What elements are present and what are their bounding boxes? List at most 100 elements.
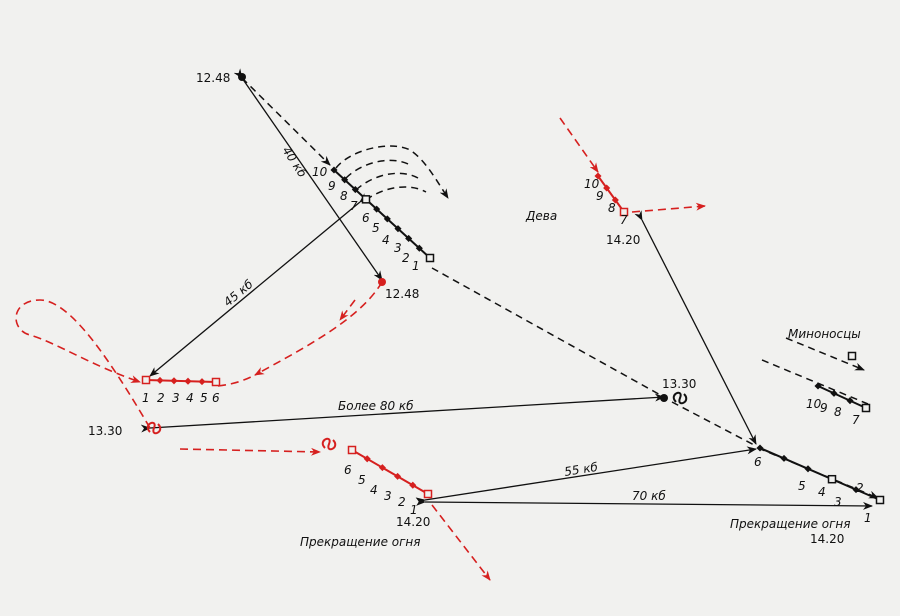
ship-marker — [603, 184, 611, 192]
red-deva-entry — [559, 117, 599, 173]
flagship-marker — [861, 403, 871, 413]
red-approach-course — [254, 281, 383, 376]
flagship-marker — [425, 253, 435, 263]
flagship-marker — [141, 375, 151, 385]
black-column-right — [756, 444, 885, 505]
ship-number: 4 — [382, 233, 390, 247]
ship-marker — [611, 196, 619, 204]
label-cease-fire-left: Прекращение огня — [300, 535, 420, 549]
line-deva-to-right — [634, 210, 757, 445]
ship-marker — [405, 234, 413, 242]
line-55kb — [415, 446, 757, 506]
flagship-marker — [423, 489, 433, 499]
label-destroyers: Миноносцы — [788, 327, 861, 341]
start-point-red — [378, 278, 386, 286]
ship-marker — [184, 377, 192, 385]
black-sightlines — [140, 68, 873, 510]
red-column-left — [141, 375, 221, 387]
red-column-left-line — [145, 379, 217, 383]
ship-number: 5 — [358, 473, 366, 487]
ship-marker — [594, 172, 602, 180]
destroyers-lower — [814, 382, 871, 413]
ship-number: 2 — [398, 495, 406, 509]
ship-columns — [141, 166, 885, 505]
red-deva-exit — [631, 202, 706, 213]
ship-number: 4 — [370, 483, 378, 497]
black-column-right-line — [759, 447, 881, 501]
black-run-course — [431, 267, 665, 398]
flagship-marker — [619, 207, 629, 217]
ship-marker — [330, 166, 338, 174]
flagship-marker — [827, 474, 837, 484]
line-45kb — [149, 193, 370, 377]
ship-marker — [198, 378, 206, 386]
ship-number: 6 — [362, 211, 370, 225]
ship-number: 8 — [834, 405, 842, 419]
label-dist-80kb: Более 80 кб — [338, 399, 414, 413]
ship-number: 1 — [412, 259, 420, 273]
turn-mark-right — [672, 391, 688, 405]
ship-number: 10 — [312, 165, 328, 179]
red-line-turn — [217, 374, 256, 387]
red-lower-exit — [431, 504, 491, 581]
ship-number: 9 — [596, 189, 604, 203]
red-column-lower-line — [351, 449, 429, 495]
ship-marker — [383, 215, 391, 223]
ship-marker — [341, 176, 349, 184]
line-40kb — [233, 68, 383, 281]
position-1330 — [660, 394, 668, 402]
ship-marker — [756, 444, 764, 452]
ship-number: 7 — [852, 413, 860, 427]
black-column-upper — [330, 166, 435, 263]
red-courses — [15, 117, 706, 581]
line-80kb — [140, 393, 665, 433]
black-turn-arc-2 — [345, 159, 411, 179]
red-column-lower — [347, 445, 433, 499]
flagship-marker — [347, 445, 357, 455]
ship-marker — [814, 382, 822, 390]
black-turn-arc-4 — [365, 186, 427, 201]
turn-mark-lower — [321, 437, 337, 451]
ship-marker — [830, 389, 838, 397]
ship-number: 4 — [818, 485, 826, 499]
ship-marker — [780, 454, 788, 462]
ship-marker — [363, 455, 371, 463]
ship-number: 5 — [200, 391, 208, 405]
ship-number: 3 — [834, 495, 842, 509]
ship-number: 8 — [340, 189, 348, 203]
black-courses — [241, 77, 879, 499]
ship-number: 9 — [820, 401, 828, 415]
red-column-top-right — [594, 172, 629, 217]
label-time-1248-red: 12.48 — [385, 287, 419, 301]
ship-number: 1 — [142, 391, 150, 405]
ship-number: 6 — [754, 455, 762, 469]
ship-number: 5 — [798, 479, 806, 493]
ship-marker — [170, 377, 178, 385]
black-turn-arc-3 — [355, 172, 419, 191]
ship-number: 5 — [372, 221, 380, 235]
destroyers-upper — [847, 351, 857, 361]
ship-number: 4 — [186, 391, 194, 405]
ship-marker — [394, 225, 402, 233]
red-left-run — [179, 447, 321, 456]
destroyers-course-1 — [785, 337, 865, 371]
ship-number: 10 — [806, 397, 822, 411]
ship-number: 2 — [856, 481, 864, 495]
ship-number: 7 — [620, 213, 628, 227]
ship-marker — [373, 205, 381, 213]
ship-marker — [156, 376, 164, 384]
ship-marker — [394, 472, 402, 480]
ship-marker — [409, 481, 417, 489]
ship-number: 2 — [402, 251, 410, 265]
flagship-marker — [211, 377, 221, 387]
label-time-1420-deva: 14.20 — [606, 233, 640, 247]
ship-marker — [415, 244, 423, 252]
flagship-marker — [875, 495, 885, 505]
ship-number: 3 — [172, 391, 180, 405]
ship-marker — [804, 465, 812, 473]
red-column-top-right-line — [597, 175, 625, 213]
label-deva: Дева — [525, 209, 557, 223]
